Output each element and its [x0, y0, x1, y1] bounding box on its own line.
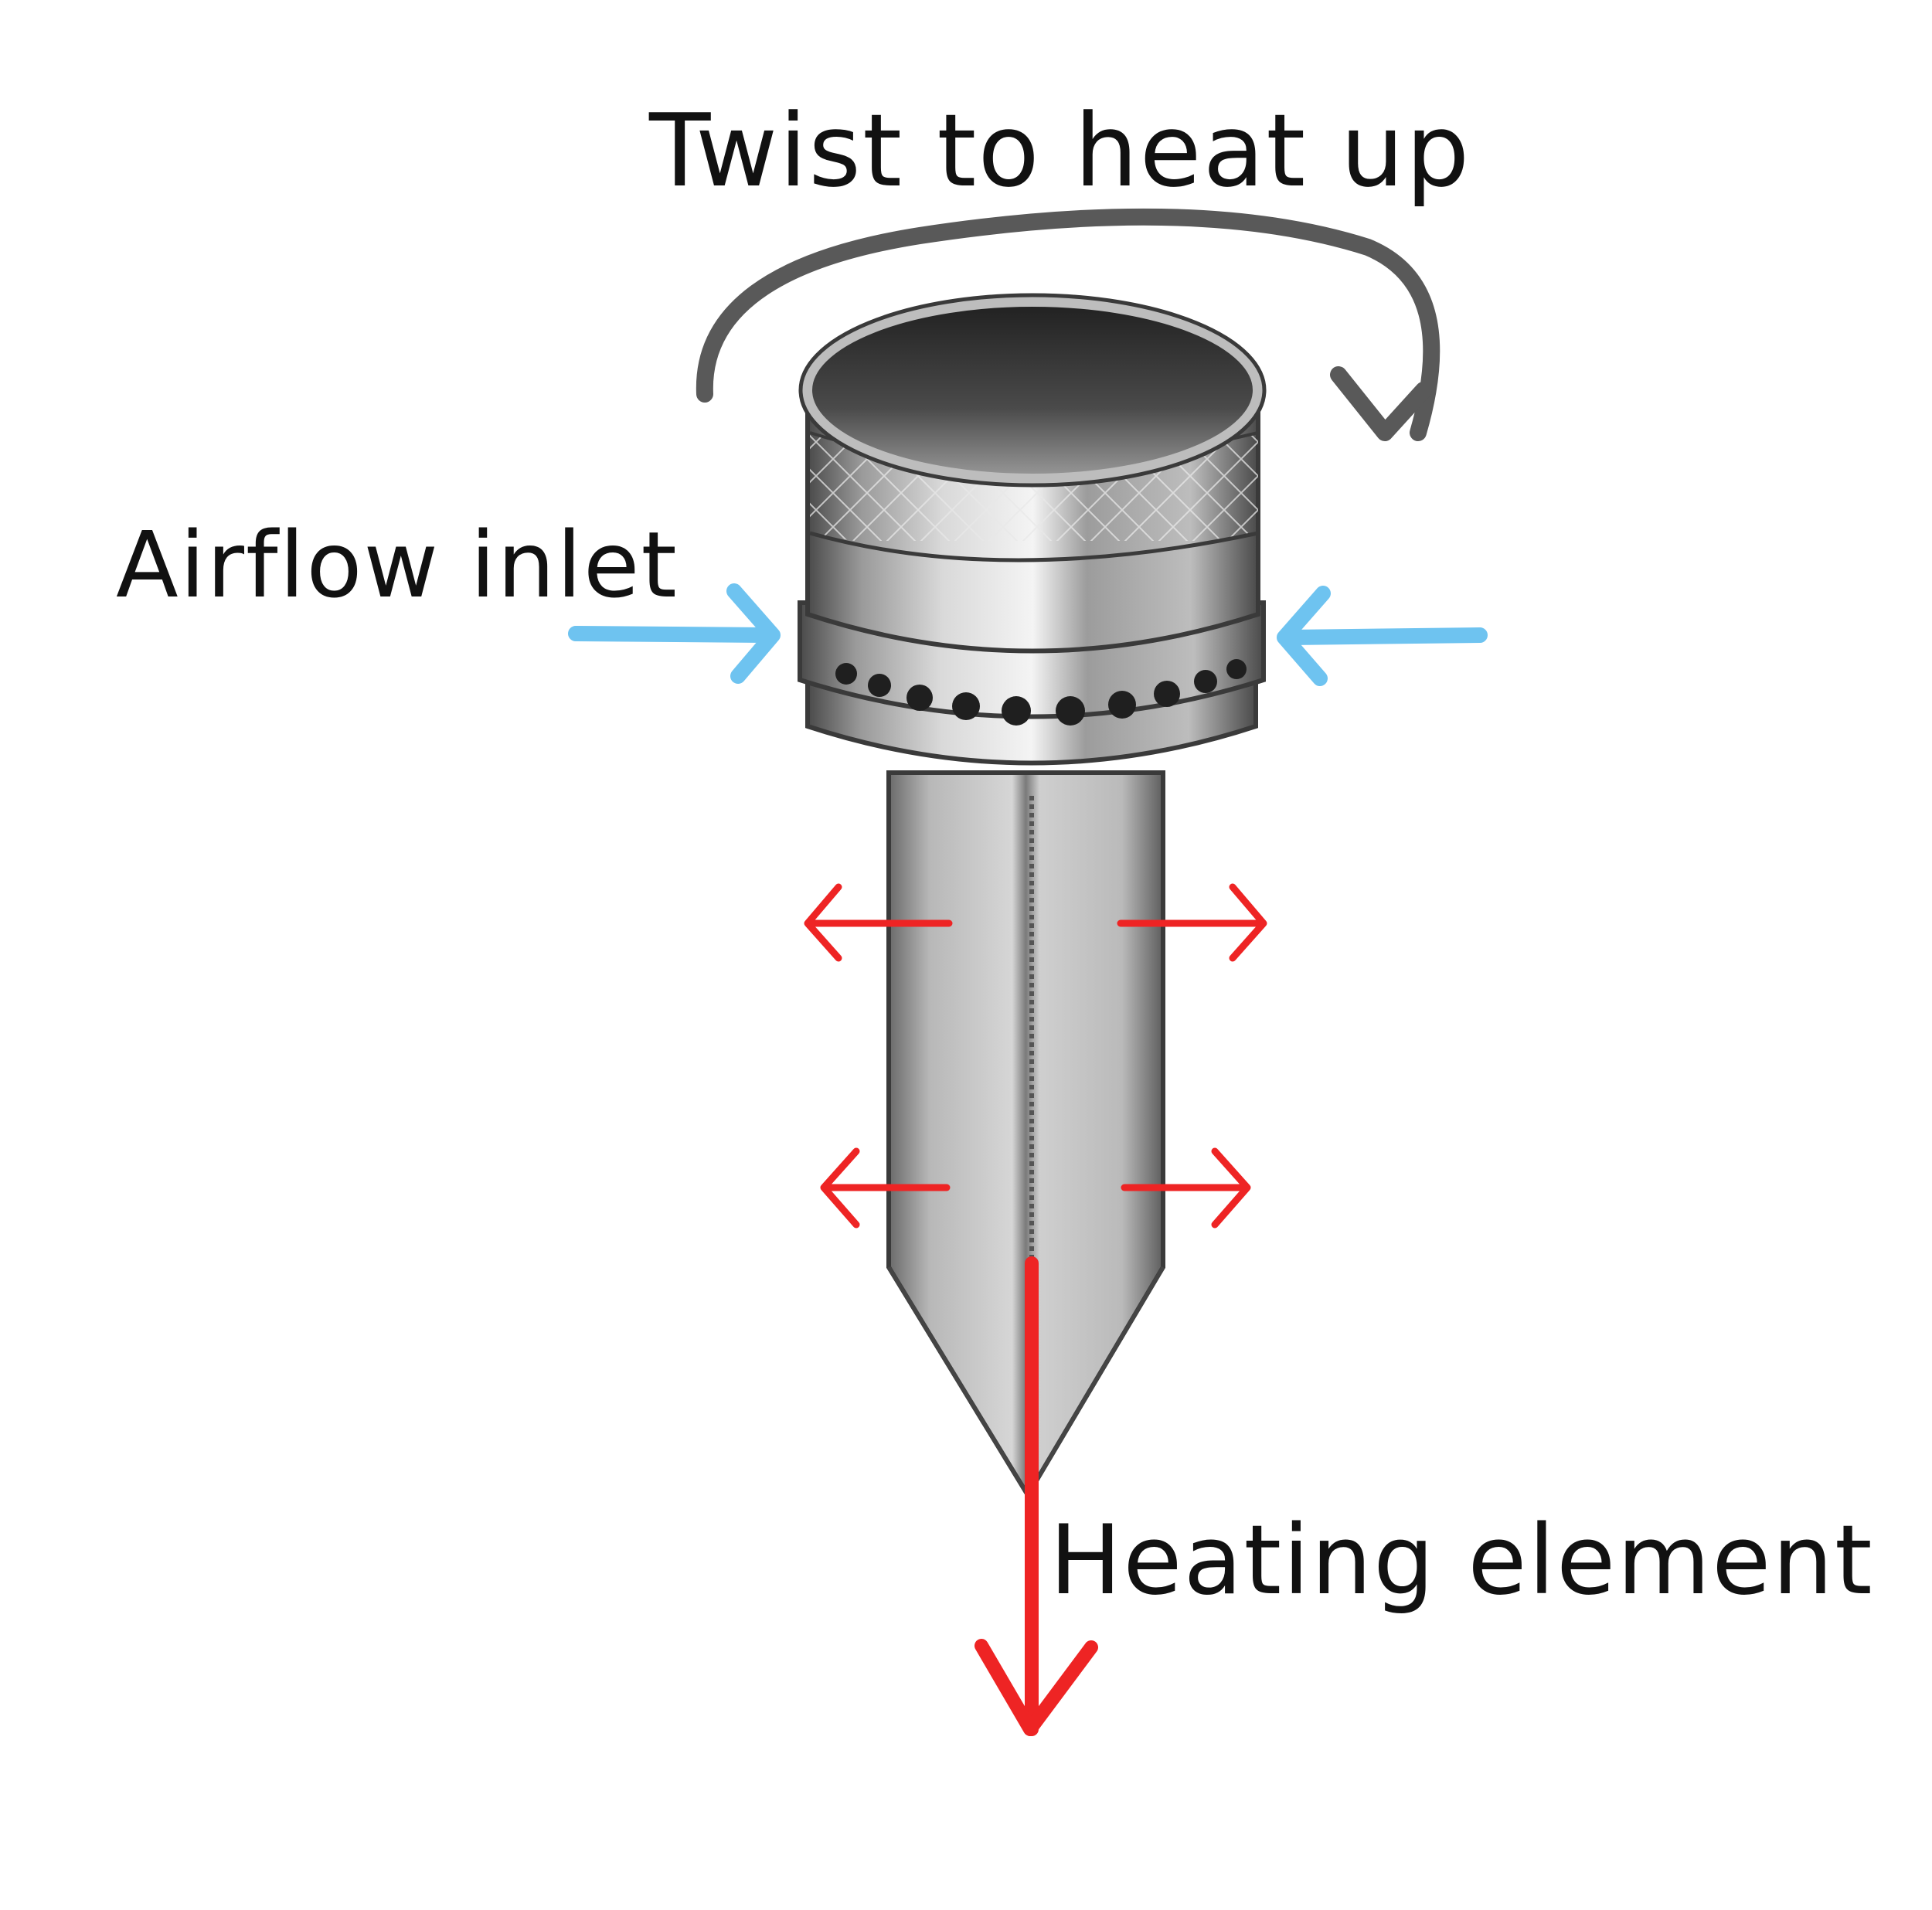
airflow-arrow-right	[1284, 593, 1480, 678]
airflow-inlet-label: Airflow inlet	[116, 519, 679, 610]
heating-element-label: Heating element	[1049, 1513, 1874, 1609]
twist-label: Twist to heat up	[649, 100, 1471, 201]
cap-top	[807, 301, 1258, 479]
